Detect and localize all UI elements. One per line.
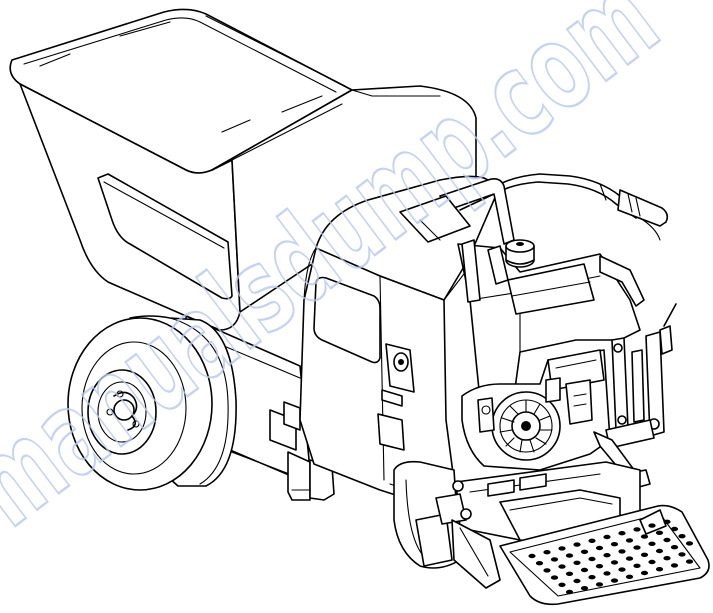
plate-hole — [618, 567, 626, 572]
plate-hole — [550, 557, 559, 562]
fuel-cap — [505, 239, 535, 268]
plate-hole — [595, 582, 604, 587]
plate-hole — [685, 559, 694, 564]
plate-hole — [633, 545, 641, 550]
right-control-assembly — [593, 303, 677, 491]
plate-hole — [610, 560, 619, 565]
plate-hole — [528, 553, 536, 559]
plate-hole — [580, 586, 589, 591]
plate-hole — [678, 552, 686, 557]
plate-hole — [648, 541, 656, 546]
plate-hole — [640, 570, 649, 576]
plate-hole — [565, 589, 574, 595]
plate-hole — [663, 537, 671, 543]
plate-hole — [655, 548, 664, 554]
starter-vents — [499, 399, 553, 453]
plate-hole — [610, 542, 619, 547]
column-arm — [599, 255, 645, 307]
hopper — [9, 8, 477, 331]
plate-hole — [610, 578, 619, 583]
plate-hole — [580, 567, 589, 573]
handle-grip — [617, 189, 669, 227]
plate-hole — [678, 534, 686, 539]
housing-window — [313, 276, 381, 364]
plate-hole — [655, 567, 664, 572]
plate-hole — [640, 534, 649, 539]
label-plate — [377, 413, 405, 451]
plate-hole — [595, 564, 604, 569]
handle-tube — [465, 173, 641, 213]
plate-hole — [543, 550, 551, 555]
plate-hole — [595, 545, 604, 551]
chassis-bracket — [287, 451, 311, 501]
plate-hole — [625, 538, 634, 543]
plate-hole — [603, 553, 611, 558]
plate-hole — [543, 568, 551, 573]
plate-hole — [603, 571, 611, 576]
plate-hole — [573, 542, 581, 547]
control-plate — [399, 195, 471, 243]
plate-hole — [565, 571, 574, 576]
plate-hole — [633, 563, 641, 568]
control-knob — [487, 245, 509, 285]
main-housing — [299, 175, 501, 507]
plate-hole — [618, 531, 626, 536]
plate-hole — [558, 582, 566, 587]
plate-hole — [625, 556, 634, 561]
plate-hole — [640, 552, 649, 557]
control-column — [457, 239, 645, 401]
foot-platform-assembly — [393, 460, 710, 606]
foot-plate-holes — [528, 519, 694, 595]
plate-hole — [558, 564, 566, 569]
pedal-mount — [451, 519, 501, 589]
plate-hole — [670, 545, 679, 550]
plate-hole — [625, 574, 634, 579]
plate-hole — [603, 534, 611, 540]
plate-hole — [573, 560, 581, 565]
plate-hole — [588, 538, 596, 543]
plate-hole — [685, 541, 694, 546]
hopper-side-window — [97, 173, 233, 300]
plate-hole — [648, 559, 656, 565]
plate-hole — [670, 563, 679, 568]
front-bracket — [415, 513, 453, 567]
control-lever — [439, 178, 515, 245]
plate-hole — [580, 549, 589, 554]
plate-hole — [618, 549, 626, 554]
handle-bar — [399, 173, 669, 245]
plate-hole — [588, 556, 596, 562]
plate-hole — [588, 575, 596, 580]
plate-hole — [633, 527, 641, 532]
plate-hole — [663, 556, 671, 561]
plate-hole — [655, 530, 664, 535]
label-plate-small — [381, 389, 403, 407]
plate-hole — [648, 523, 656, 528]
plate-hole — [670, 526, 679, 532]
plate-hole — [550, 575, 559, 580]
plate-hole — [663, 519, 671, 524]
pivot-bracket — [659, 325, 673, 355]
plate-hole — [558, 546, 566, 551]
plate-hole — [565, 553, 574, 558]
left-wheel — [67, 315, 237, 491]
plate-hole — [573, 578, 581, 584]
plate-hole — [535, 561, 544, 566]
